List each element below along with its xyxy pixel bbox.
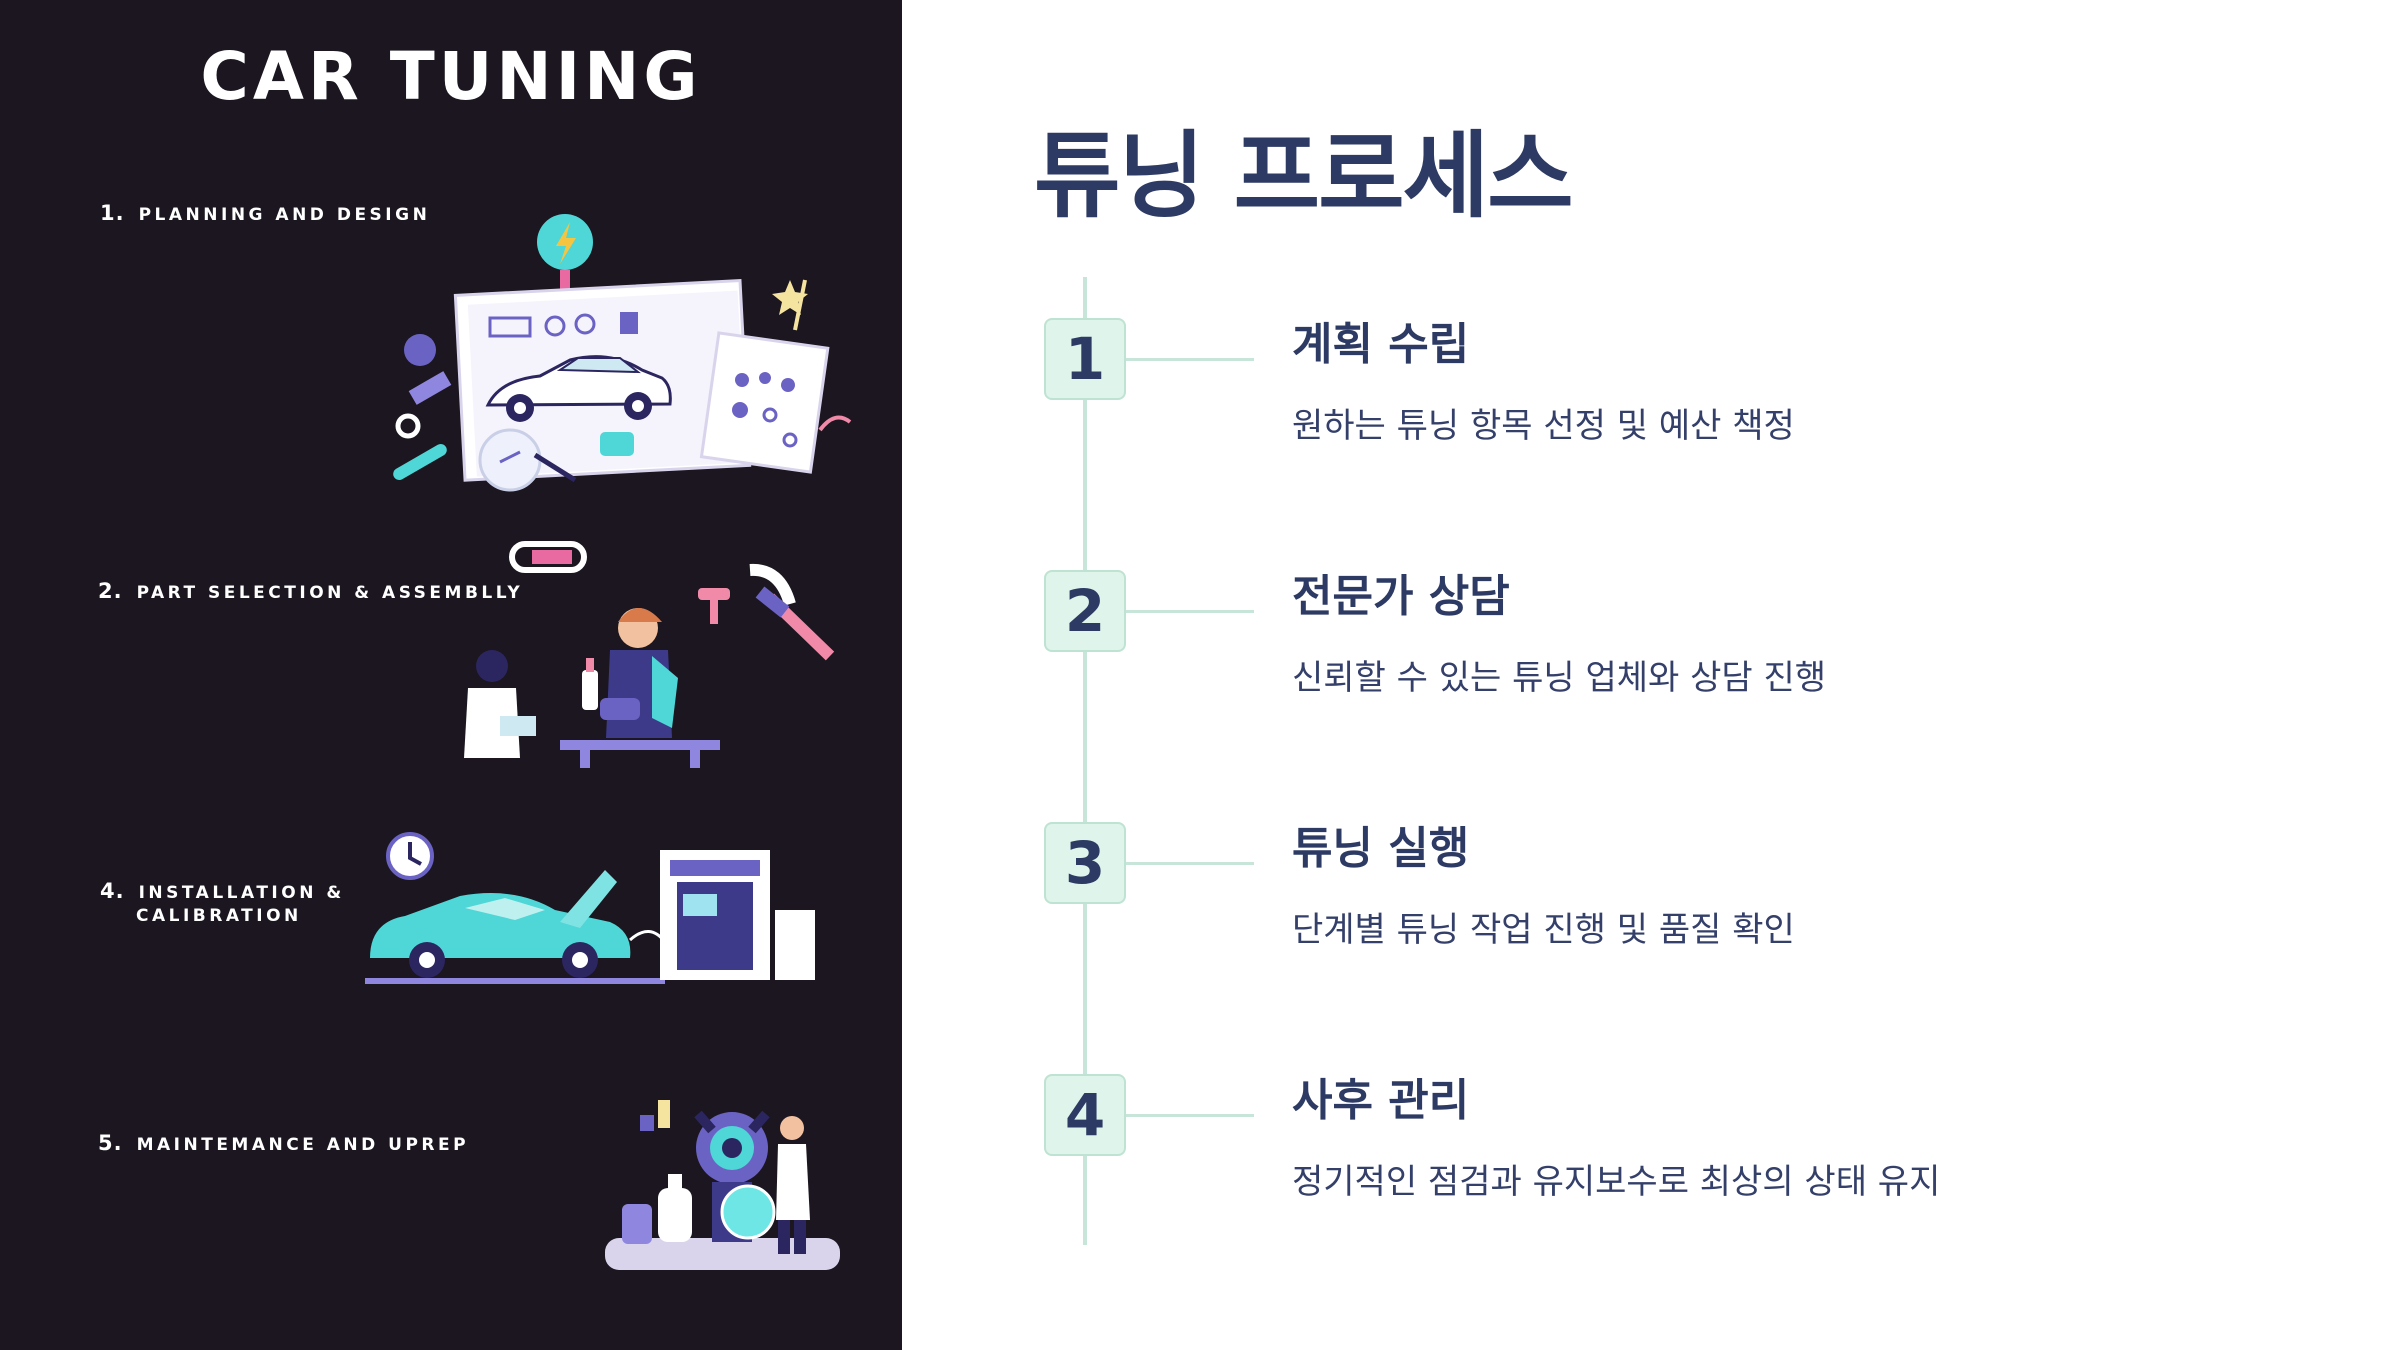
step-connector [1126, 610, 1254, 613]
step-title-2: 전문가 상담 [1292, 571, 1510, 622]
step-number-box-3: 3 [1044, 822, 1126, 904]
step-description-1: 원하는 튜닝 항목 선정 및 예산 책정 [1292, 406, 1795, 446]
left-panel-title: CAR TUNING [200, 38, 702, 115]
mechanics-assembling-parts-illustration [464, 541, 835, 768]
left-step-number: 2. [98, 579, 123, 603]
step-description-2: 신뢰할 수 있는 튜닝 업체와 상담 진행 [1292, 658, 1827, 698]
car-blueprint-planning-illustration [393, 214, 852, 492]
left-step-1-label: 1. PLANNING AND DESIGN [100, 202, 430, 227]
step-number-box-4: 4 [1044, 1074, 1126, 1156]
step-connector [1126, 358, 1254, 361]
left-step-4-label: 4. INSTALLATION & CALIBRATION [100, 880, 345, 928]
left-panel: CAR TUNING 1. PLANNING AND DESIGN [0, 0, 902, 1350]
step-title-1: 계획 수립 [1292, 319, 1470, 370]
step-description-3: 단계별 튜닝 작업 진행 및 품질 확인 [1292, 910, 1795, 950]
left-step-2-label: 2. PART SELECTION & ASSEMBLLY [98, 580, 523, 605]
left-step-text-2: CALIBRATION [136, 906, 302, 926]
left-step-number: 5. [98, 1131, 123, 1155]
left-step-text: MAINTEMANCE AND UPREP [136, 1135, 470, 1155]
timeline-line [1083, 277, 1087, 1245]
step-connector [1126, 1114, 1254, 1117]
step-description-4: 정기적인 점검과 유지보수로 최상의 상태 유지 [1292, 1162, 1941, 1202]
step-number-box-1: 1 [1044, 318, 1126, 400]
left-step-text: PLANNING AND DESIGN [138, 205, 431, 225]
car-with-diagnostic-machine-illustration [365, 832, 815, 984]
step-connector [1126, 862, 1254, 865]
step-title-3: 튜닝 실행 [1292, 823, 1470, 874]
step-number-box-2: 2 [1044, 570, 1126, 652]
page-title: 튜닝 프로세스 [1034, 122, 1574, 231]
left-step-text: INSTALLATION & [138, 883, 345, 903]
step-title-4: 사후 관리 [1292, 1075, 1470, 1126]
engine-maintenance-illustration [605, 1100, 840, 1270]
left-step-number: 4. [100, 879, 125, 903]
left-step-5-label: 5. MAINTEMANCE AND UPREP [98, 1132, 469, 1157]
left-step-text: PART SELECTION & ASSEMBLLY [136, 583, 524, 603]
left-step-number: 1. [100, 201, 125, 225]
